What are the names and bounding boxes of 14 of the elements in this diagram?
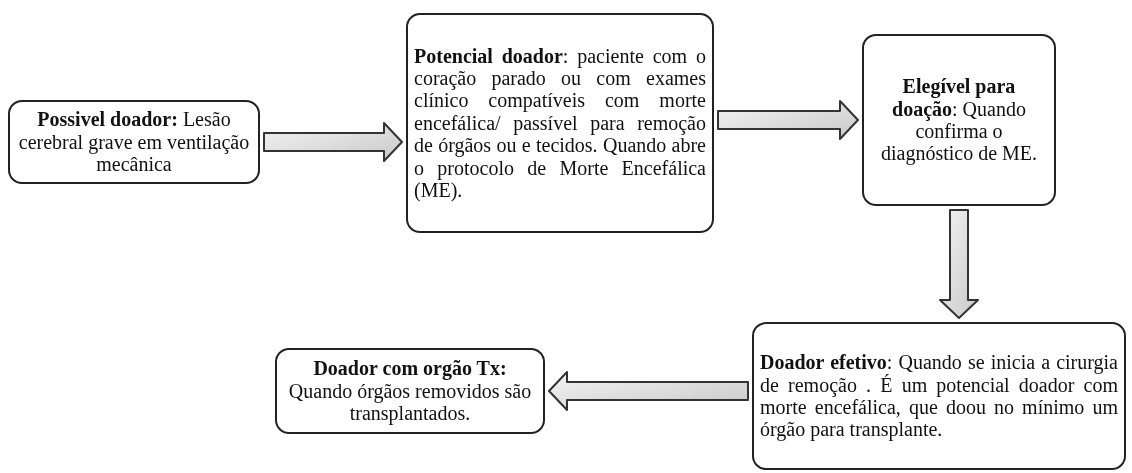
block-arrow (939, 209, 979, 319)
box-text: Doador com orgão Tx: Quando órgãos removidos são transplantados. (287, 357, 533, 425)
process-box (752, 322, 1126, 470)
process-box (406, 13, 714, 233)
box-text: Doador efetivo: Quando se inicia a cirurgia de remoção . É um potencial doador com morte encefálica, que doou no mínimo um órgão para transplante. (760, 351, 1118, 441)
block-arrow (548, 371, 749, 411)
box-text: Elegível para doação: Quando confirma o diagnóstico de ME. (879, 75, 1039, 165)
process-box (862, 34, 1056, 206)
block-arrow (263, 122, 403, 162)
block-arrow (717, 100, 859, 140)
box-text: Possivel doador: Lesão cerebral grave em ventilação mecânica (17, 108, 251, 176)
box-text: Potencial doador: paciente com o coração parado ou com exames clínico compatíveis com morte encefálica/ passível para remoção de órgãos ou e tecidos. Quando abre o protocolo de Morte Encefálica (ME). (414, 44, 706, 202)
process-box (275, 348, 545, 434)
process-box (8, 100, 260, 184)
